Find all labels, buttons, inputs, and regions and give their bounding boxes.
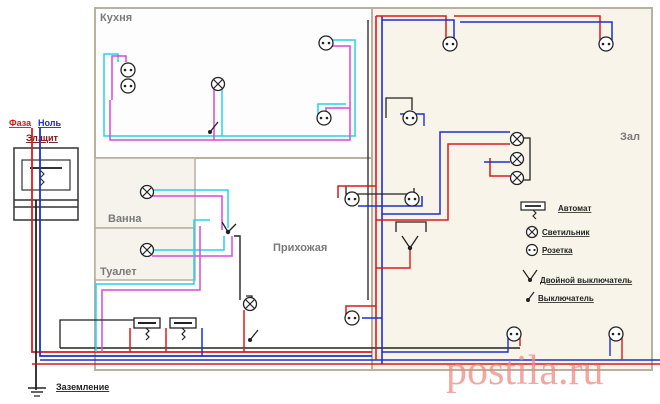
- lamp-icon: [139, 184, 155, 200]
- lamp-icon: [139, 242, 155, 258]
- hall-room: [371, 7, 653, 371]
- toilet-label: Туалет: [100, 266, 137, 278]
- socket-icon: [598, 36, 614, 52]
- socket-icon: [120, 62, 136, 78]
- breaker-icon: [520, 201, 546, 220]
- socket-icon: [344, 191, 360, 207]
- ground-label: Заземление: [56, 382, 109, 392]
- lamp-icon: [242, 296, 258, 312]
- socket-icon: [316, 110, 332, 126]
- shield-label: Эл.щит: [26, 133, 59, 143]
- lamp-icon: [509, 170, 525, 186]
- panel-breaker: [21, 159, 71, 191]
- legend-socket: Розетка: [542, 246, 573, 255]
- socket-icon: [404, 191, 420, 207]
- breaker-icon: [133, 317, 161, 341]
- neutral-label: Ноль: [38, 118, 61, 128]
- socket-icon: [402, 110, 418, 126]
- lamp-icon: [210, 76, 226, 92]
- socket-icon: [442, 36, 458, 52]
- lamp-icon: [509, 151, 525, 167]
- lamp-icon: [509, 131, 525, 147]
- legend-lamp: Светильник: [542, 228, 591, 237]
- double-switch-icon: [221, 221, 237, 235]
- bathroom-label: Ванна: [108, 213, 142, 225]
- lamp-icon: [525, 225, 539, 239]
- phase-label: Фаза: [9, 118, 32, 128]
- socket-icon: [506, 326, 522, 342]
- switch-icon: [208, 121, 219, 134]
- double-switch-icon: [401, 235, 419, 251]
- kitchen-label: Кухня: [100, 12, 132, 24]
- legend-breaker: Автомат: [558, 204, 591, 213]
- legend-switch: Выключатель: [538, 294, 594, 303]
- socket-icon: [608, 326, 624, 342]
- socket-icon: [318, 35, 334, 51]
- electrical-panel: [13, 147, 79, 221]
- socket-icon: [120, 78, 136, 94]
- watermark: postila.ru: [446, 348, 603, 394]
- socket-icon: [525, 243, 539, 257]
- breaker-icon: [169, 317, 197, 341]
- kitchen-room: [94, 7, 373, 159]
- switch-icon: [526, 291, 535, 302]
- phase-main: [31, 128, 372, 353]
- hall-label: Зал: [620, 131, 640, 143]
- neutral-main: [39, 128, 372, 357]
- switch-icon: [248, 329, 259, 342]
- hallway-label: Прихожая: [273, 242, 327, 254]
- socket-icon: [344, 310, 360, 326]
- legend-double-switch: Двойной выключатель: [540, 276, 632, 285]
- double-switch-icon: [522, 269, 538, 282]
- legend: Автомат Светильник Розетка Двойной выклю…: [520, 201, 632, 303]
